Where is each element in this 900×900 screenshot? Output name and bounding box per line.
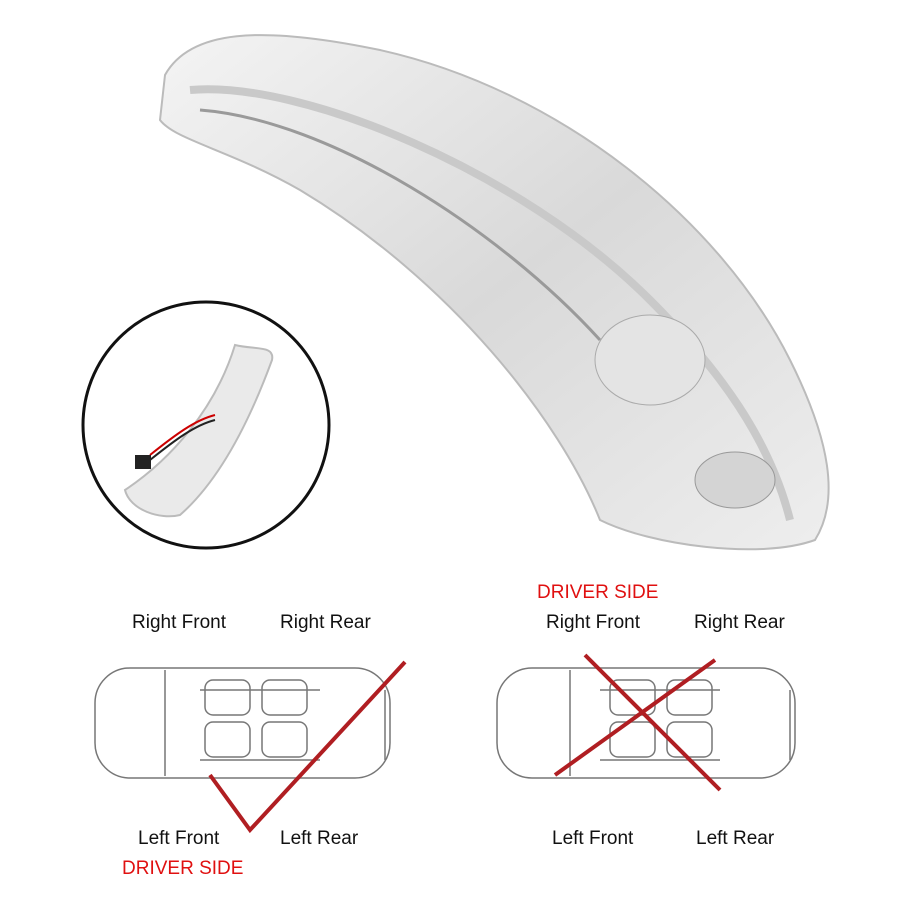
inset-circle [81, 300, 331, 550]
car-diagram-right [496, 667, 796, 779]
label-right-front: Right Front [546, 612, 640, 633]
driver-side-label: DRIVER SIDE [537, 582, 659, 603]
label-left-front: Left Front [552, 828, 634, 849]
driver-side-label: DRIVER SIDE [122, 858, 244, 879]
label-right-rear: Right Rear [280, 612, 371, 633]
check-mark-icon [208, 660, 407, 834]
car-diagram-left [94, 667, 391, 779]
cross-mark-icon [553, 653, 722, 792]
label-left-rear: Left Rear [696, 828, 775, 849]
label-left-front: Left Front [138, 828, 220, 849]
label-right-front: Right Front [132, 612, 226, 633]
label-right-rear: Right Rear [694, 612, 785, 633]
lens-icon [158, 34, 830, 551]
label-left-rear: Left Rear [280, 828, 359, 849]
